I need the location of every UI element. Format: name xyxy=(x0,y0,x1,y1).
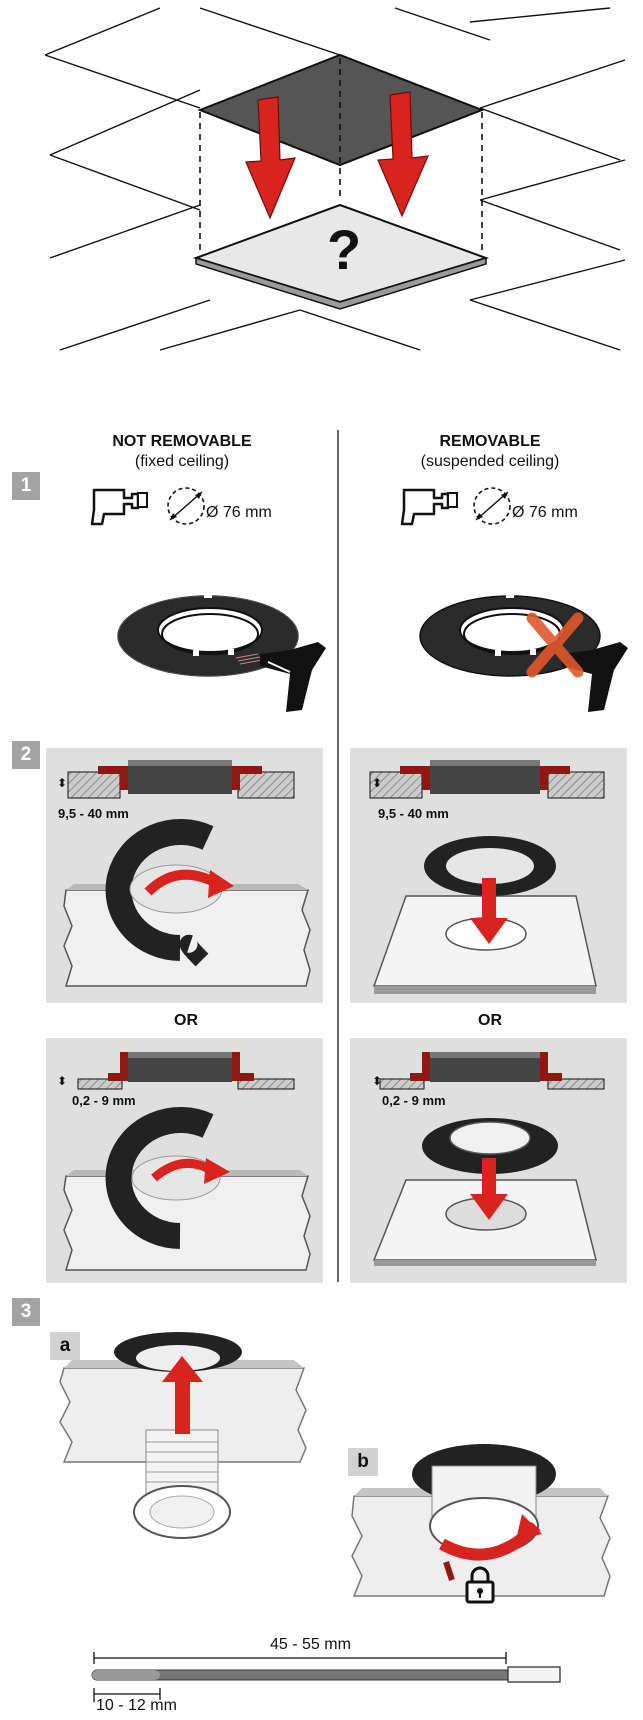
insert-fixture-illustration xyxy=(59,1332,307,1539)
ring-cut-illustration-left xyxy=(117,592,326,712)
drill-icon-right xyxy=(400,488,458,526)
section-suspended-thin xyxy=(379,1052,605,1090)
column-divider xyxy=(337,430,339,1282)
right-subtitle: (suspended ceiling) xyxy=(420,453,560,470)
hole-diameter-icon-left xyxy=(167,487,205,525)
step-3a-badge: a xyxy=(50,1332,80,1360)
spiral-ring-fixed-thin xyxy=(63,1107,311,1271)
not-allowed-x-icon xyxy=(526,612,584,678)
section-fixed-thick xyxy=(67,760,295,799)
thickness-arrow-icon: ⬍ xyxy=(372,1074,383,1088)
question-mark: ? xyxy=(327,218,362,281)
range-thin-right: 0,2 - 9 mm xyxy=(382,1093,446,1108)
step-1-badge: 1 xyxy=(12,472,40,500)
drop-ring-suspended-thick xyxy=(372,836,597,994)
right-title: REMOVABLE xyxy=(439,433,541,450)
dimension-tip-label: 10 - 12 mm xyxy=(96,1697,177,1714)
thickness-arrow-icon: ⬍ xyxy=(372,776,383,790)
ring-cut-illustration-right xyxy=(419,592,628,712)
left-title: NOT REMOVABLE xyxy=(112,433,252,450)
range-thick-right: 9,5 - 40 mm xyxy=(378,806,449,821)
spiral-ring-fixed-thick xyxy=(63,819,311,987)
or-label-right: OR xyxy=(478,1012,502,1029)
thickness-arrow-icon: ⬍ xyxy=(57,1074,68,1088)
hole-size-right: Ø 76 mm xyxy=(512,504,578,521)
section-fixed-thin xyxy=(77,1052,295,1090)
section-suspended-thick xyxy=(369,760,605,799)
thickness-arrow-icon: ⬍ xyxy=(57,776,68,790)
step-2-badge: 2 xyxy=(12,741,40,769)
dimension-total-label: 45 - 55 mm xyxy=(270,1636,351,1653)
drop-ring-suspended-thin xyxy=(372,1118,597,1266)
or-label-left: OR xyxy=(174,1012,198,1029)
hole-size-left: Ø 76 mm xyxy=(206,504,272,521)
range-thin-left: 0,2 - 9 mm xyxy=(72,1093,136,1108)
range-thick-left: 9,5 - 40 mm xyxy=(58,806,129,821)
twist-lock-illustration xyxy=(351,1444,611,1597)
dimension-rod xyxy=(91,1652,561,1702)
left-subtitle: (fixed ceiling) xyxy=(134,453,230,470)
drill-icon-left xyxy=(90,488,148,526)
step-3-badge: 3 xyxy=(12,1298,40,1326)
hole-diameter-icon-right xyxy=(473,487,511,525)
left-column-title: NOT REMOVABLE (fixed ceiling) xyxy=(52,432,312,472)
ceiling-illustration xyxy=(44,7,626,351)
right-column-title: REMOVABLE (suspended ceiling) xyxy=(360,432,620,472)
step-3b-badge: b xyxy=(348,1448,378,1476)
lock-icon xyxy=(465,1566,495,1604)
